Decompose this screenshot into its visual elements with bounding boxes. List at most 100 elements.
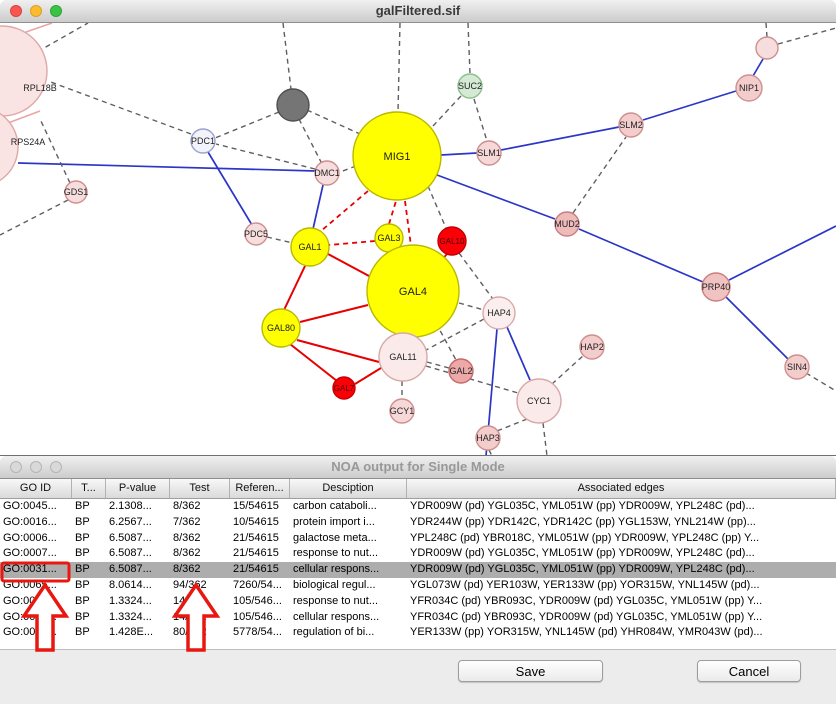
- table-cell[interactable]: 5778/54...: [233, 626, 282, 639]
- table-cell[interactable]: response to nut...: [293, 594, 378, 607]
- column-header-referen[interactable]: Referen...: [230, 479, 290, 498]
- table-cell[interactable]: 105/546...: [233, 610, 282, 623]
- cancel-button[interactable]: Cancel: [697, 660, 801, 682]
- table-cell[interactable]: GO:0031...: [3, 594, 57, 607]
- node-rpl18b[interactable]: RPL18B: [0, 25, 57, 117]
- column-header-pvalue[interactable]: P-value: [106, 479, 170, 498]
- table-cell[interactable]: 14/362: [173, 610, 207, 623]
- node-sin4[interactable]: SIN4: [784, 354, 810, 380]
- table-cell[interactable]: 8/362: [173, 563, 201, 576]
- table-cell[interactable]: 6.2567...: [109, 515, 152, 528]
- table-cell[interactable]: cellular respons...: [293, 563, 380, 576]
- table-cell[interactable]: YDR244W (pp) YDR142C, YDR142C (pp) YGL15…: [410, 515, 756, 528]
- table-cell[interactable]: 8.0614...: [109, 578, 152, 591]
- node-gal2[interactable]: GAL2: [448, 358, 474, 384]
- node-gal4[interactable]: GAL4: [366, 244, 460, 338]
- table-cell[interactable]: YDR009W (pd) YGL035C, YML051W (pp) YDR00…: [410, 500, 755, 512]
- node-hap4[interactable]: HAP4: [482, 296, 516, 330]
- table-cell[interactable]: 1.428E...: [109, 626, 154, 639]
- table-cell[interactable]: 8/362: [173, 500, 201, 512]
- table-cell[interactable]: BP: [75, 500, 90, 512]
- table-row[interactable]: GO:0006... BP 6.5087... 8/362 21/54615 galact…: [0, 531, 836, 547]
- table-cell[interactable]: galactose meta...: [293, 531, 377, 544]
- table-row[interactable]: GO:0031... BP 6.5087... 8/362 21/54615 cellul…: [0, 562, 836, 578]
- node-gal7[interactable]: GAL7: [332, 376, 356, 400]
- table-cell[interactable]: 1.3324...: [109, 610, 152, 623]
- node-prp40[interactable]: PRP40: [701, 272, 731, 302]
- column-header-t[interactable]: T...: [72, 479, 106, 498]
- table-cell[interactable]: cellular respons...: [293, 610, 380, 623]
- table-cell[interactable]: GO:0031...: [3, 610, 57, 623]
- table-cell[interactable]: YGL073W (pd) YER103W, YER133W (pp) YOR31…: [410, 578, 760, 591]
- table-cell[interactable]: BP: [75, 563, 90, 576]
- node-gal11[interactable]: GAL11: [378, 332, 428, 382]
- table-cell[interactable]: GO:0006...: [3, 531, 57, 544]
- table-cell[interactable]: 94/362: [173, 578, 207, 591]
- table-cell[interactable]: GO:0016...: [3, 515, 57, 528]
- table-cell[interactable]: GO:0031...: [3, 563, 57, 576]
- table-cell[interactable]: BP: [75, 531, 90, 544]
- table-cell[interactable]: response to nut...: [293, 547, 378, 560]
- table-cell[interactable]: YFR034C (pd) YBR093C, YDR009W (pd) YGL03…: [410, 594, 763, 607]
- table-cell[interactable]: protein import i...: [293, 515, 375, 528]
- node-mig1[interactable]: MIG1: [352, 111, 442, 201]
- node-pdc5[interactable]: PDC5: [244, 222, 268, 246]
- table-cell[interactable]: 15/54615: [233, 500, 279, 512]
- node-rps24a[interactable]: RPS24A: [0, 107, 45, 187]
- table-cell[interactable]: BP: [75, 515, 90, 528]
- column-header-desciption[interactable]: Desciption: [290, 479, 407, 498]
- table-cell[interactable]: 14/362: [173, 594, 207, 607]
- minimize-button[interactable]: [30, 5, 42, 17]
- table-cell[interactable]: carbon cataboli...: [293, 500, 377, 512]
- table-cell[interactable]: 2.1308...: [109, 500, 152, 512]
- table-cell[interactable]: 6.5087...: [109, 531, 152, 544]
- column-header-test[interactable]: Test: [170, 479, 230, 498]
- table-cell[interactable]: YFR034C (pd) YBR093C, YDR009W (pd) YGL03…: [410, 610, 763, 623]
- node-gds1[interactable]: GDS1: [64, 180, 89, 204]
- save-button[interactable]: Save: [458, 660, 603, 682]
- node-dmc1[interactable]: DMC1: [314, 160, 340, 186]
- table-cell[interactable]: YPL248C (pd) YBR018C, YML051W (pp) YDR00…: [410, 531, 760, 544]
- table-cell[interactable]: 6.5087...: [109, 563, 152, 576]
- table-cell[interactable]: 8/362: [173, 531, 201, 544]
- zoom-button[interactable]: [50, 461, 62, 473]
- table-cell[interactable]: regulation of bi...: [293, 626, 375, 639]
- network-window-titlebar[interactable]: galFiltered.sif: [0, 0, 836, 23]
- table-cell[interactable]: 8/362: [173, 547, 201, 560]
- zoom-button[interactable]: [50, 5, 62, 17]
- table-cell[interactable]: GO:0065...: [3, 578, 57, 591]
- table-cell[interactable]: GO:0045...: [3, 500, 57, 512]
- close-button[interactable]: [10, 5, 22, 17]
- table-cell[interactable]: BP: [75, 594, 90, 607]
- node-gcy1[interactable]: GCY1: [389, 398, 415, 424]
- node-unlabeled-gray[interactable]: [276, 88, 310, 122]
- node-gal3[interactable]: GAL3: [374, 223, 404, 253]
- table-row[interactable]: GO:0031... BP 1.3324... 14/362 105/546... res…: [0, 594, 836, 610]
- table-cell[interactable]: 21/54615: [233, 563, 279, 576]
- table-cell[interactable]: GO:0007...: [3, 547, 57, 560]
- table-cell[interactable]: BP: [75, 626, 90, 639]
- table-cell[interactable]: BP: [75, 578, 90, 591]
- node-unlabeled-tr[interactable]: [755, 36, 779, 60]
- node-slm2[interactable]: SLM2: [618, 112, 644, 138]
- table-row[interactable]: GO:0045... BP 2.1308... 8/362 15/54615 carbon…: [0, 499, 836, 515]
- table-cell[interactable]: 21/54615: [233, 531, 279, 544]
- table-cell[interactable]: 1.3324...: [109, 594, 152, 607]
- table-cell[interactable]: BP: [75, 547, 90, 560]
- table-cell[interactable]: 7/362: [173, 515, 201, 528]
- table-cell[interactable]: biological regul...: [293, 578, 376, 591]
- node-suc2[interactable]: SUC2: [457, 73, 483, 99]
- table-cell[interactable]: BP: [75, 610, 90, 623]
- column-header-go-id[interactable]: GO ID: [0, 479, 72, 498]
- node-nip1[interactable]: NIP1: [735, 74, 763, 102]
- node-pdc1[interactable]: PDC1: [190, 128, 216, 154]
- table-cell[interactable]: 105/546...: [233, 594, 282, 607]
- node-cyc1[interactable]: CYC1: [516, 378, 562, 424]
- table-cell[interactable]: GO:0050...: [3, 626, 57, 639]
- node-slm1[interactable]: SLM1: [476, 140, 502, 166]
